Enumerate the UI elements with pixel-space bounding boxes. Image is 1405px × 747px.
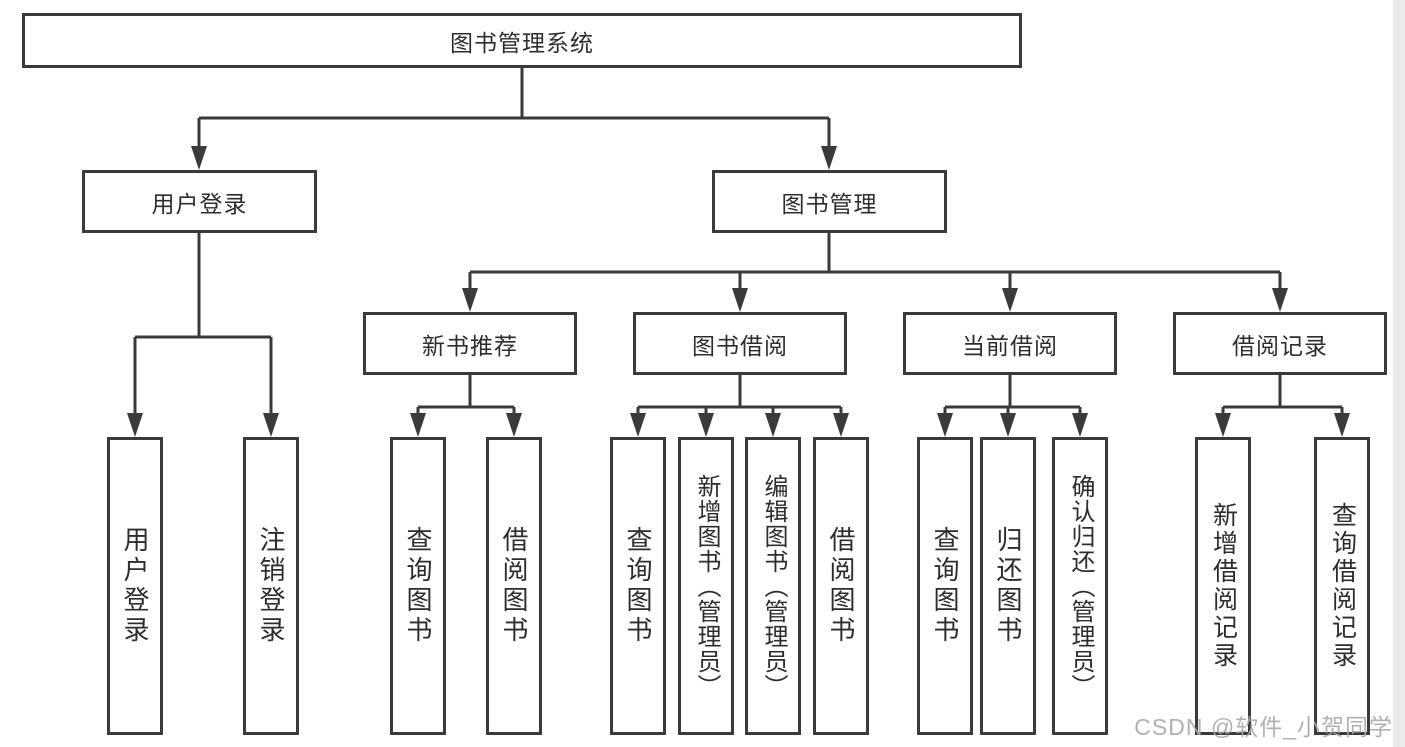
node-user-login-label: 用户登录 — [151, 190, 248, 217]
leaf-edit-book-admin-label: 编辑图书（管理员） — [760, 473, 787, 699]
leaf-user-login: 用户登录 — [107, 437, 163, 735]
node-current-borrow-label: 当前借阅 — [962, 332, 1058, 359]
leaf-edit-book-admin: 编辑图书（管理员） — [745, 437, 801, 735]
node-root-label: 图书管理系统 — [450, 29, 594, 56]
node-new-book-recommend-label: 新书推荐 — [422, 332, 518, 359]
leaf-query-books-2: 查询图书 — [610, 437, 666, 735]
leaf-borrow-books-2: 借阅图书 — [813, 437, 869, 735]
node-user-login: 用户登录 — [82, 170, 317, 233]
watermark: CSDN @软件_小贺同学 — [1134, 714, 1393, 740]
node-book-borrow-label: 图书借阅 — [692, 332, 788, 359]
leaf-confirm-return-admin: 确认归还（管理员） — [1052, 437, 1108, 735]
leaf-query-books-3: 查询图书 — [917, 437, 973, 735]
node-book-borrow: 图书借阅 — [633, 312, 847, 375]
leaf-query-books-1-label: 查询图书 — [403, 526, 433, 646]
leaf-add-borrow-record: 新增借阅记录 — [1195, 437, 1251, 735]
leaf-query-borrow-record: 查询借阅记录 — [1314, 437, 1370, 735]
leaf-query-books-1: 查询图书 — [390, 437, 446, 735]
leaf-logout: 注销登录 — [243, 437, 299, 735]
leaf-borrow-books-1: 借阅图书 — [486, 437, 542, 735]
leaf-return-books-label: 归还图书 — [993, 526, 1023, 646]
leaf-confirm-return-admin-label: 确认归还（管理员） — [1067, 473, 1094, 699]
leaf-query-borrow-record-label: 查询借阅记录 — [1328, 502, 1357, 670]
leaf-add-borrow-record-label: 新增借阅记录 — [1209, 502, 1238, 670]
leaf-logout-label: 注销登录 — [256, 526, 286, 646]
leaf-borrow-books-1-label: 借阅图书 — [499, 526, 529, 646]
leaf-borrow-books-2-label: 借阅图书 — [826, 526, 856, 646]
leaf-query-books-2-label: 查询图书 — [623, 526, 653, 646]
leaf-add-book-admin: 新增图书（管理员） — [678, 437, 734, 735]
leaf-return-books: 归还图书 — [980, 437, 1036, 735]
node-root: 图书管理系统 — [22, 13, 1022, 68]
leaf-user-login-label: 用户登录 — [120, 526, 150, 646]
leaf-query-books-3-label: 查询图书 — [930, 526, 960, 646]
right-gutter — [1393, 0, 1405, 747]
node-book-management: 图书管理 — [712, 170, 947, 233]
node-book-management-label: 图书管理 — [781, 190, 878, 217]
node-current-borrow: 当前借阅 — [903, 312, 1117, 375]
leaf-add-book-admin-label: 新增图书（管理员） — [693, 473, 720, 699]
node-new-book-recommend: 新书推荐 — [363, 312, 577, 375]
node-borrow-records-label: 借阅记录 — [1232, 332, 1328, 359]
node-borrow-records: 借阅记录 — [1173, 312, 1387, 375]
arrow-down-icon — [127, 146, 1350, 437]
